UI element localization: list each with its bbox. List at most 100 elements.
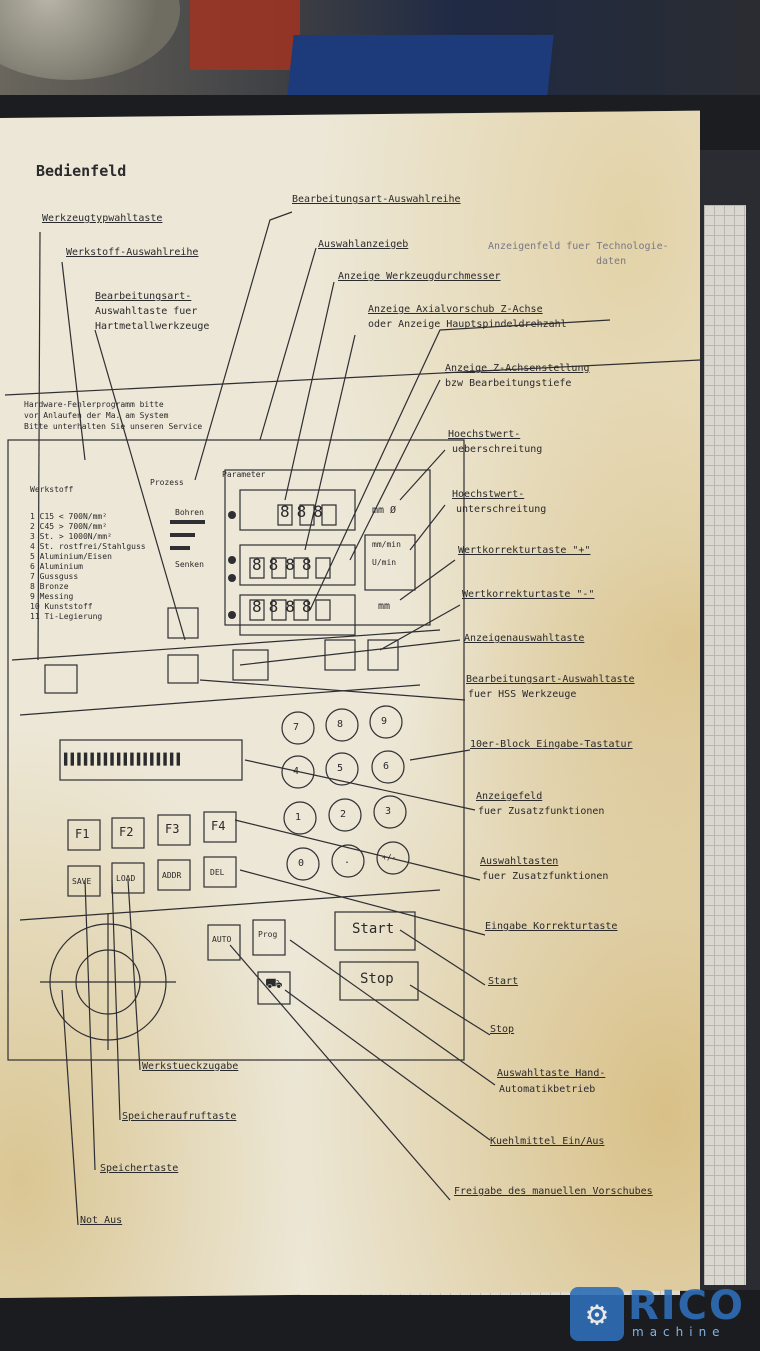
key-6[interactable]: 6 [383, 761, 390, 772]
coolant-icon[interactable]: ⛟ [265, 976, 283, 992]
callout-memory-recall: Speicheraufruftaste [122, 1111, 237, 1122]
callout-min-exceed-1: Hoechstwert- [452, 489, 525, 500]
panel-note-2: vor Anlaufen der Ma. am System [24, 411, 169, 420]
key-8[interactable]: 8 [337, 719, 344, 730]
callout-emergency-stop: Not Aus [80, 1215, 123, 1226]
key-5[interactable]: 5 [337, 763, 344, 774]
callout-max-exceed-2: ueberschreitung [452, 444, 543, 455]
callout-plus-key: Wertkorrekturtaste "+" [458, 545, 591, 556]
aux-lcd-display: ▌▌▌▌▌▌▌▌▌▌▌▌▌▌▌▌▌▌ [64, 753, 184, 766]
key-4[interactable]: 4 [293, 766, 300, 777]
key-0[interactable]: 0 [298, 858, 305, 869]
callout-process-3: Hartmetallwerkzeuge [95, 321, 210, 332]
callout-manual-feed: Freigabe des manuellen Vorschubes [454, 1186, 653, 1197]
callout-hand-auto-1: Auswahltaste Hand- [497, 1068, 606, 1079]
callout-axial-feed-1: Anzeige Axialvorschub Z-Achse [368, 304, 543, 315]
callout-stop: Stop [490, 1024, 515, 1035]
material-header: Werkstoff [30, 485, 74, 494]
callout-axial-feed-2: oder Anzeige Hauptspindeldrehzahl [368, 319, 567, 330]
callout-aux-display-1: Anzeigefeld [476, 791, 543, 802]
unit-depth: mm [378, 601, 391, 612]
process-item-last: Senken [175, 560, 204, 569]
key-decimal[interactable]: . [344, 855, 351, 866]
callout-aux-keys-1: Auswahltasten [480, 856, 559, 867]
material-item: 2 C45 > 700N/mm² [30, 522, 108, 531]
material-item: 6 Aluminium [30, 562, 83, 571]
callout-tool-diameter: Anzeige Werkzeugdurchmesser [338, 271, 501, 282]
material-item: 8 Bronze [30, 582, 69, 591]
stop-button[interactable]: Stop [360, 971, 394, 987]
grid-paper-sheet [704, 205, 746, 1285]
unit-feed: mm/min [372, 540, 401, 549]
key-7[interactable]: 7 [293, 722, 300, 733]
callout-coolant: Kuehlmittel Ein/Aus [490, 1136, 605, 1147]
watermark-name: RICO [628, 1283, 746, 1329]
key-f4[interactable]: F4 [211, 819, 226, 833]
material-item: 11 Ti-Legierung [30, 612, 103, 621]
callout-workpiece: Werkstueckzugabe [142, 1061, 239, 1072]
gear-icon: ⚙ [570, 1287, 624, 1341]
watermark-sub: machine [632, 1325, 726, 1339]
params-header: Parameter [222, 470, 266, 479]
material-item: 1 C15 < 700N/mm² [30, 512, 108, 521]
callout-aux-keys-2: fuer Zusatzfunktionen [482, 871, 609, 882]
callout-minus-key: Wertkorrekturtaste "-" [462, 589, 595, 600]
watermark-logo: ⚙ RICO machine [570, 1283, 760, 1345]
callout-memory-key: Speichertaste [100, 1163, 179, 1174]
callout-aux-display-2: fuer Zusatzfunktionen [478, 806, 605, 817]
callout-techdata-1: Anzeigenfeld fuer Technologie- [488, 241, 669, 252]
callout-display-select: Anzeigenauswahltaste [464, 633, 585, 644]
key-save[interactable]: SAVE [72, 877, 92, 886]
callout-selection-display: Auswahlanzeigeb [318, 239, 409, 250]
panel-outline [7, 439, 465, 1061]
callout-max-exceed-1: Hoechstwert- [448, 429, 521, 440]
callout-process-1: Bearbeitungsart- [95, 291, 192, 302]
callout-hand-auto-2: Automatikbetrieb [499, 1084, 596, 1095]
material-item: 7 Gussguss [30, 572, 79, 581]
key-f2[interactable]: F2 [119, 825, 134, 839]
unit-diameter: mm Ø [372, 505, 397, 516]
key-addr[interactable]: ADDR [162, 871, 182, 880]
material-item: 9 Messing [30, 592, 74, 601]
material-item: 10 Kunststoff [30, 602, 93, 611]
callout-process-2: Auswahltaste fuer [95, 306, 198, 317]
page-title: Bedienfeld [36, 162, 127, 180]
unit-rpm: U/min [372, 558, 397, 567]
callout-process-row: Bearbeitungsart-Auswahlreihe [292, 194, 461, 205]
callout-hss-2: fuer HSS Werkzeuge [468, 689, 577, 700]
process-item-first: Bohren [175, 508, 204, 517]
callout-min-exceed-2: unterschreitung [456, 504, 547, 515]
key-f3[interactable]: F3 [165, 822, 180, 836]
callout-keypad: 10er-Block Eingabe-Tastatur [470, 739, 633, 750]
callout-tool-type: Werkzeugtypwahltaste [42, 213, 163, 224]
start-button[interactable]: Start [352, 921, 395, 937]
callout-z-axis-1: Anzeige Z-Achsenstellung [445, 363, 590, 374]
key-prog[interactable]: Prog [258, 930, 278, 939]
key-del[interactable]: DEL [210, 868, 225, 877]
callout-z-axis-2: bzw Bearbeitungstiefe [445, 378, 572, 389]
digits-depth: 8888 [252, 597, 319, 616]
digits-feed: 8888 [252, 555, 319, 574]
material-item: 5 Aluminium/Eisen [30, 552, 112, 561]
key-9[interactable]: 9 [381, 716, 388, 727]
material-item: 4 St. rostfrei/Stahlguss [30, 542, 146, 551]
key-1[interactable]: 1 [295, 812, 302, 823]
key-sign[interactable]: +/- [382, 853, 397, 862]
callout-hss-1: Bearbeitungsart-Auswahltaste [466, 674, 635, 685]
background-red-object [190, 0, 300, 70]
panel-note-3: Bitte unterhalten Sie unseren Service [24, 422, 203, 431]
digits-diameter: 888 [280, 502, 330, 521]
material-list: 1 C15 < 700N/mm² 2 C45 > 700N/mm² 3 St. … [30, 512, 146, 622]
panel-note-1: Hardware-Fehlerprogramm bitte [24, 400, 164, 409]
callout-correction-key: Eingabe Korrekturtaste [485, 921, 618, 932]
key-auto[interactable]: AUTO [212, 935, 232, 944]
key-f1[interactable]: F1 [75, 827, 90, 841]
callout-material-row: Werkstoff-Auswahlreihe [66, 247, 199, 258]
key-load[interactable]: LOAD [116, 874, 136, 883]
key-3[interactable]: 3 [385, 806, 392, 817]
process-header: Prozess [150, 478, 184, 487]
background-bottom [0, 1290, 760, 1351]
key-2[interactable]: 2 [340, 809, 347, 820]
